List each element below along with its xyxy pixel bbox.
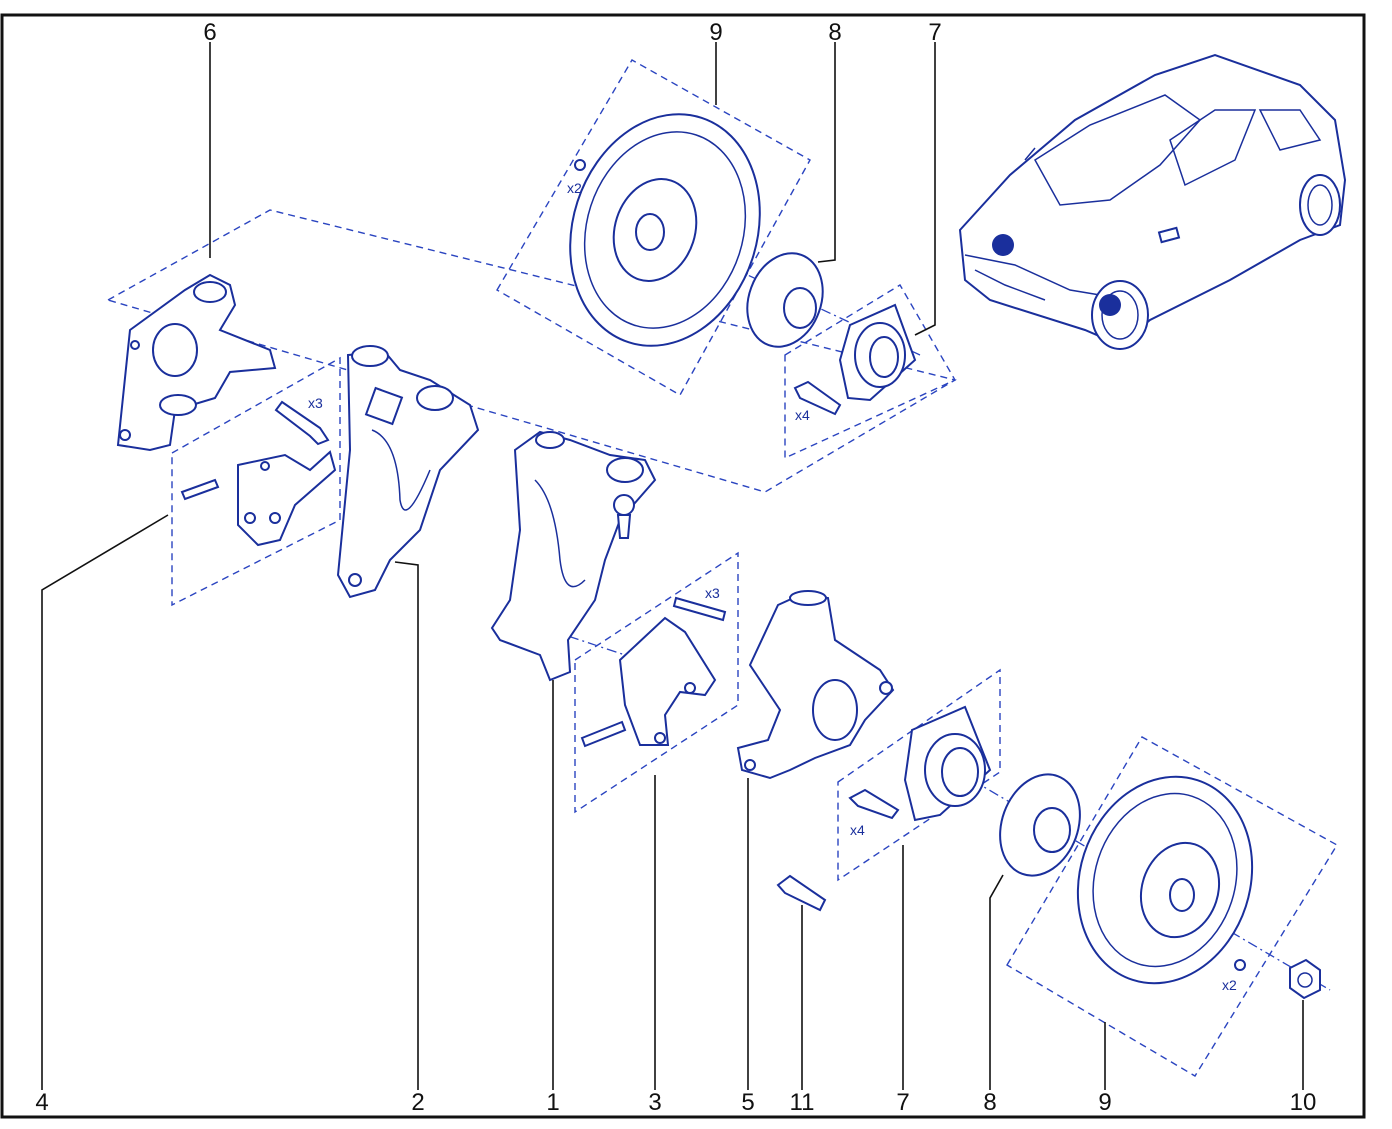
leader-2 (394, 561, 419, 1090)
center-bracket-group-outline (574, 551, 739, 814)
part-9-disc-top (569, 113, 761, 347)
part-11-bolt (776, 874, 827, 912)
leader-7-top (914, 42, 936, 336)
callout-3: 3 (648, 1089, 661, 1116)
part-8-hub-bottom (999, 773, 1081, 877)
bottom-disc-group-outline (1006, 736, 1338, 1077)
callout-11: 11 (790, 1089, 815, 1116)
top-bearing-group-outline (784, 284, 956, 460)
rear-bracket-group-outline (171, 356, 341, 607)
part-5-hub-carrier (736, 590, 895, 780)
part-8-hub-top (746, 252, 824, 348)
part-1-front-knuckle (490, 430, 657, 682)
leader-8-top (817, 42, 836, 263)
bottom-axis-line (954, 769, 1331, 991)
callout-10: 10 (1290, 1089, 1317, 1116)
callout-7-bottom: 7 (896, 1089, 909, 1116)
callout-5: 5 (741, 1089, 754, 1116)
callout-1: 1 (546, 1089, 559, 1116)
highlight-front-marker (1099, 294, 1121, 316)
part-9-disc-bottom (1076, 775, 1254, 985)
qty-disc-screw-top: x2 (567, 180, 582, 196)
qty-bracket-bolts-top: x3 (308, 395, 323, 411)
car-illustration (958, 53, 1347, 350)
highlight-rear-marker (992, 234, 1014, 256)
leader-8-bottom (989, 874, 1004, 1090)
part-3-center-bracket (580, 596, 727, 748)
part-2-knuckle-casting (336, 345, 480, 599)
part-10-nut (1289, 958, 1321, 1000)
qty-disc-screw-bottom: x2 (1222, 977, 1237, 993)
callout-6: 6 (203, 19, 216, 46)
top-disc-group-outline (496, 59, 811, 396)
part-6-stub-axle-carrier (116, 273, 277, 452)
callout-2: 2 (411, 1089, 424, 1116)
callout-8-bottom: 8 (983, 1089, 996, 1116)
qty-bracket-bolts-center: x3 (705, 585, 720, 601)
leader-4 (41, 514, 169, 1090)
callout-7-top: 7 (928, 19, 941, 46)
callout-8-top: 8 (828, 19, 841, 46)
callout-9-top: 9 (709, 19, 722, 46)
diagram-border (0, 13, 1366, 1119)
part-4-rear-bracket (180, 400, 337, 547)
qty-hub-bolts-top: x4 (795, 407, 810, 423)
part-7-bearing-top (793, 303, 917, 416)
part-7-bearing-bottom (848, 705, 992, 822)
callout-9-bottom: 9 (1098, 1089, 1111, 1116)
callout-4: 4 (35, 1089, 48, 1116)
qty-hub-bolts-bottom: x4 (850, 822, 865, 838)
